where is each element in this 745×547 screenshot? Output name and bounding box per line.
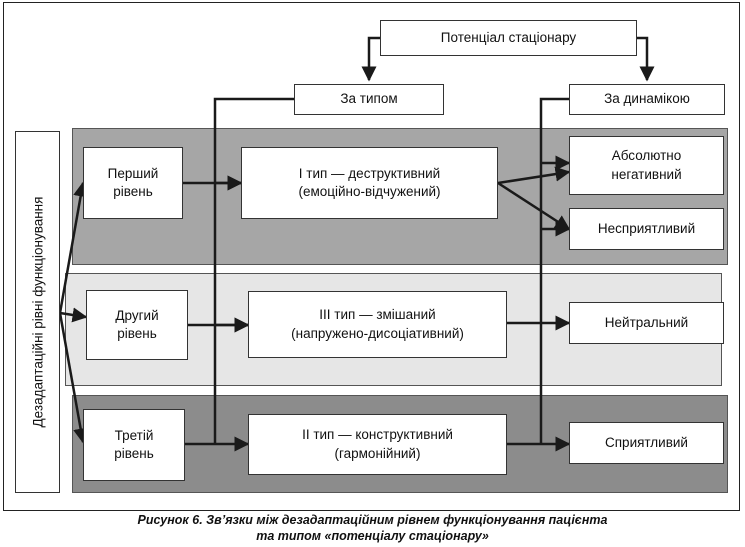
favorable-box: Сприятливий bbox=[569, 422, 724, 464]
caption-line-1: Рисунок 6. Зв’язки між дезадаптаційним р… bbox=[137, 513, 608, 527]
type3-box: ІІІ тип — змішаний (напружено-дисоціатив… bbox=[248, 291, 507, 358]
sidebar-levels: Дезадаптаційні рівні функціонування bbox=[15, 131, 60, 493]
arrow-type1-to-negative bbox=[497, 166, 571, 185]
potential-box: Потенціал стаціонару bbox=[380, 20, 637, 56]
arrow-sidebar-to-second bbox=[59, 307, 88, 323]
type1-box: І тип — деструктивний (емоційно-відчужен… bbox=[241, 147, 498, 219]
arrow-potential-to-type bbox=[361, 36, 380, 82]
third-level-box: Третій рівень bbox=[83, 409, 185, 481]
diagram-frame bbox=[3, 2, 740, 511]
arrow-type1-to-unfavorable bbox=[497, 181, 571, 231]
neutral-box: Нейтральний bbox=[569, 302, 724, 344]
first-level-box: Перший рівень bbox=[83, 147, 183, 219]
second-level-box: Другий рівень bbox=[86, 290, 188, 360]
type2-box: ІІ тип — конструктивний (гармонійний) bbox=[248, 414, 507, 475]
type-bus-line bbox=[213, 97, 294, 444]
sidebar-label: Дезадаптаційні рівні функціонування bbox=[30, 196, 45, 428]
caption-line-2: та типом «потенціалу стаціонару» bbox=[256, 528, 489, 543]
arrow-sidebar-to-third bbox=[58, 312, 89, 444]
arrow-potential-to-dynamics bbox=[637, 36, 655, 82]
unfavorable-box: Несприятливий bbox=[569, 208, 724, 250]
absolutely-negative-box: Абсолютно негативний bbox=[569, 136, 724, 195]
by-type-box: За типом bbox=[294, 84, 444, 115]
arrow-sidebar-to-first bbox=[58, 181, 89, 314]
dynamics-bus-line bbox=[539, 97, 569, 444]
by-dynamics-box: За динамікою bbox=[569, 84, 725, 115]
figure-caption: Рисунок 6. Зв’язки між дезадаптаційним р… bbox=[0, 513, 745, 544]
